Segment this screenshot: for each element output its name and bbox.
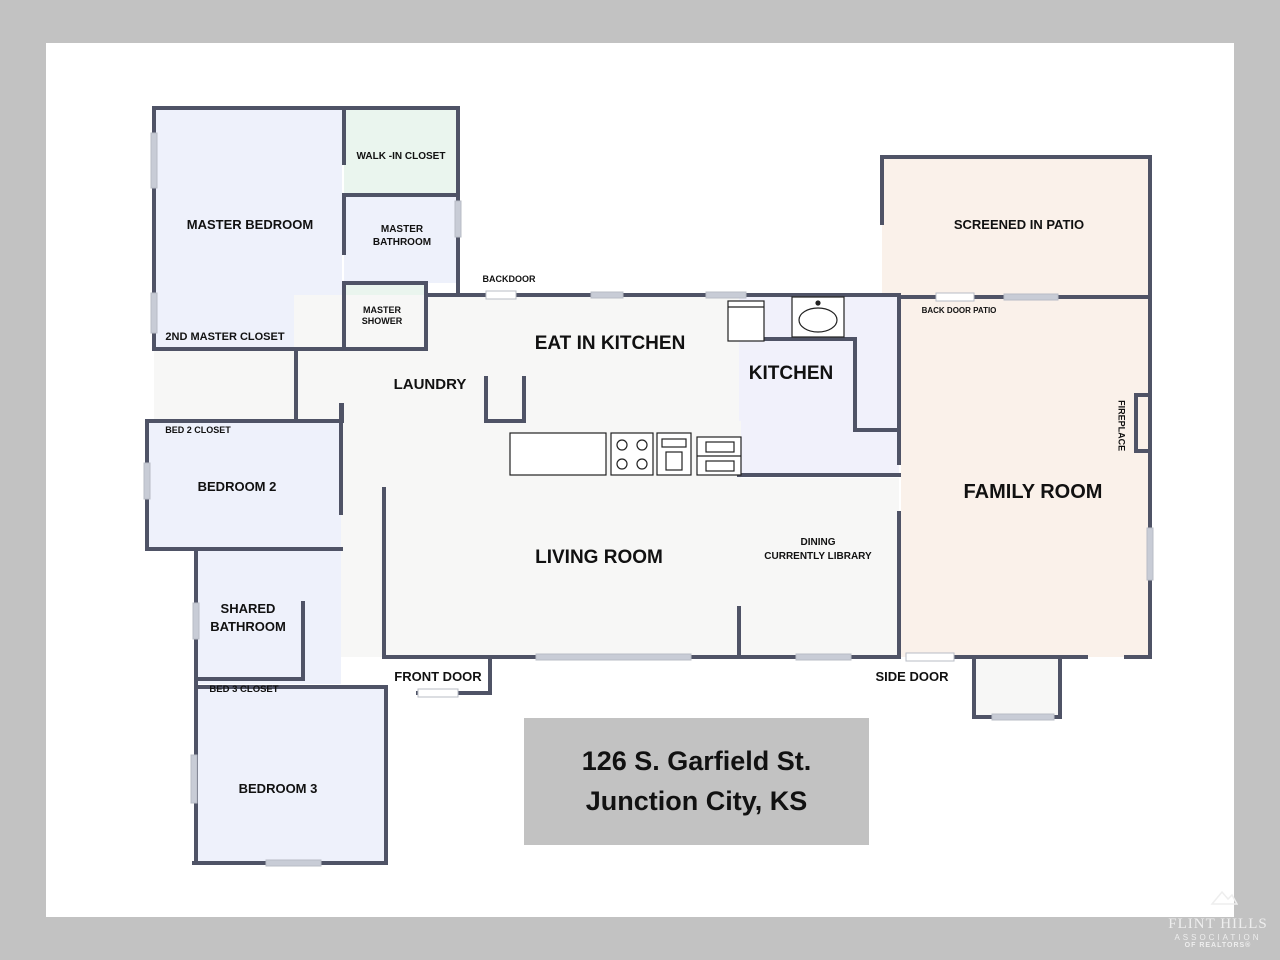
- window-top-1: [590, 291, 624, 299]
- room-fills: [147, 109, 1150, 863]
- window-dining: [795, 653, 852, 661]
- sink-icon: [791, 296, 845, 338]
- master-bathroom-fill: [344, 197, 458, 283]
- bed2-closet-label: BED 2 CLOSET: [165, 425, 231, 435]
- family-room-label: FAMILY ROOM: [963, 481, 1103, 503]
- window-porch: [991, 713, 1055, 721]
- walk-in-closet-fill: [344, 109, 458, 195]
- openings: [143, 132, 1154, 867]
- coffee-maker-icon: [656, 432, 692, 476]
- logo-line1: FLINT HILLS: [1168, 916, 1268, 932]
- window-bath: [192, 602, 200, 640]
- eat-in-kitchen-label: EAT IN KITCHEN: [534, 333, 686, 354]
- side-door-label: SIDE DOOR: [875, 669, 949, 684]
- back-door-patio-label: BACK DOOR PATIO: [921, 306, 997, 315]
- window-bed3-side: [190, 754, 198, 804]
- floor-plan-drawing: [143, 106, 1154, 867]
- side-porch-fill: [974, 657, 1060, 717]
- window-living: [535, 653, 692, 661]
- bedroom2-fill: [147, 421, 341, 547]
- walls: [145, 106, 1152, 865]
- front-door-label: FRONT DOOR: [394, 669, 482, 684]
- window-bed3: [265, 859, 322, 867]
- bedroom2-label: BEDROOM 2: [197, 479, 277, 494]
- stove-icon: [610, 432, 654, 476]
- master-bedroom-label: MASTER BEDROOM: [186, 217, 314, 232]
- window-bed2: [143, 462, 151, 500]
- window-family: [1146, 527, 1154, 581]
- island-counter: [509, 432, 607, 476]
- floor-plan-sheet: MASTER BEDROOM WALK -IN CLOSET MASTER BA…: [46, 43, 1234, 917]
- fireplace-label: FIREPLACE: [1116, 400, 1127, 452]
- shared-bathroom-label: SHARED BATHROOM: [210, 601, 286, 635]
- family-room-fill: [901, 299, 1150, 657]
- backdoor-opening: [485, 290, 517, 300]
- master-shower-label: MASTER SHOWER: [361, 305, 403, 327]
- double-oven-icon: [696, 436, 742, 476]
- screened-patio-fill: [882, 157, 1150, 297]
- back-door-patio-opening: [935, 292, 975, 302]
- address-line1: 126 S. Garfield St.: [581, 746, 812, 777]
- window-master-2: [150, 292, 158, 334]
- window-walkin: [454, 200, 462, 238]
- address-line2: Junction City, KS: [585, 785, 808, 816]
- master-bathroom-label: MASTER BATHROOM: [372, 224, 432, 248]
- window-top-2: [705, 291, 747, 299]
- address-box: 126 S. Garfield St. Junction City, KS: [524, 718, 869, 845]
- kitchen-label: KITCHEN: [748, 363, 834, 384]
- bedroom3-fill: [194, 685, 386, 863]
- walk-in-closet-label: WALK -IN CLOSET: [356, 151, 446, 162]
- second-master-closet-label: 2ND MASTER CLOSET: [165, 331, 285, 343]
- flint-hills-logo: FLINT HILLS ASSOCIATION OF REALTORS®: [1160, 886, 1276, 949]
- front-door-opening: [417, 688, 459, 698]
- bed3-closet-label: BED 3 CLOSET: [209, 684, 279, 695]
- kitchen-fixtures: [509, 296, 845, 476]
- dishwasher-icon: [727, 300, 765, 342]
- flint-hills-logo-icon: [1210, 890, 1238, 905]
- dining-label: DINING CURRENTLY LIBRARY: [764, 537, 872, 562]
- window-master: [150, 132, 158, 189]
- laundry-label: LAUNDRY: [393, 376, 467, 393]
- side-door-opening: [905, 652, 955, 662]
- window-patio: [1003, 293, 1059, 301]
- shared-bathroom-fill: [196, 549, 341, 684]
- screened-patio-label: SCREENED IN PATIO: [953, 217, 1085, 232]
- bedroom3-label: BEDROOM 3: [238, 781, 318, 796]
- backdoor-label: BACKDOOR: [482, 274, 536, 284]
- logo-line3: OF REALTORS®: [1184, 942, 1252, 949]
- living-room-label: LIVING ROOM: [535, 547, 663, 568]
- logo-line2: ASSOCIATION: [1174, 933, 1262, 942]
- dining-fill: [741, 478, 899, 657]
